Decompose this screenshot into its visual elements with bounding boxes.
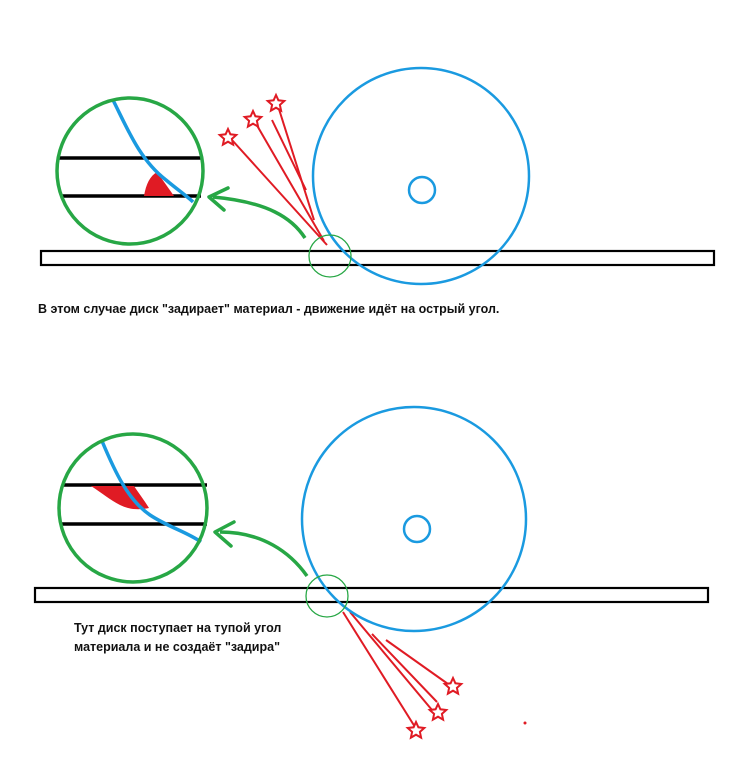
- star-outline-icon: [442, 675, 464, 696]
- burr-shape: [144, 172, 174, 196]
- zoom-circle-top: [55, 96, 205, 246]
- scene-top: [39, 66, 716, 286]
- spark-trail: [277, 105, 315, 221]
- material-strip-bottom: [33, 586, 710, 604]
- caption-top: В этом случае диск "задирает" материал -…: [38, 302, 500, 316]
- star-outline-icon: [217, 126, 239, 147]
- material-strip-top: [39, 249, 716, 267]
- zoom-circle-bottom: [57, 432, 209, 584]
- spark-trail: [254, 121, 325, 242]
- spark-dot: [523, 721, 527, 725]
- disc-edge-curve: [111, 99, 195, 204]
- spark-trail: [349, 611, 433, 711]
- spark-trail: [231, 139, 328, 246]
- spark-trail: [271, 119, 307, 191]
- disc-hub-top: [407, 175, 437, 205]
- spark-trail: [371, 633, 438, 703]
- zoom-view-bottom: [57, 432, 209, 584]
- scene-bottom: [33, 405, 710, 740]
- cutting-disc-bottom: [300, 405, 528, 633]
- cutting-disc-top: [311, 66, 531, 286]
- sparks-bottom: [342, 611, 449, 728]
- caption-bottom-line-1: Тут диск поступает на тупой угол: [74, 621, 282, 635]
- curved-arrow-icon: [207, 186, 307, 239]
- caption-bottom: Тут диск поступает на тупой угол материа…: [74, 619, 281, 657]
- spark-trail: [385, 639, 449, 685]
- curved-arrow-icon: [213, 520, 309, 578]
- contact-point-marker-bottom: [305, 574, 349, 618]
- star-outline-icon: [265, 92, 287, 113]
- star-outline-icon: [242, 108, 264, 129]
- caption-bottom-line-2: материала и не создаёт "задира": [74, 640, 281, 654]
- disc-hub-bottom: [402, 514, 432, 544]
- star-outline-icon: [405, 719, 427, 740]
- star-outline-icon: [427, 701, 449, 722]
- spark-trail: [342, 611, 416, 728]
- contact-point-marker-top: [308, 234, 352, 278]
- sparks-top: [231, 105, 328, 246]
- zoom-view-top: [55, 96, 205, 246]
- disc-edge-curve: [100, 440, 203, 544]
